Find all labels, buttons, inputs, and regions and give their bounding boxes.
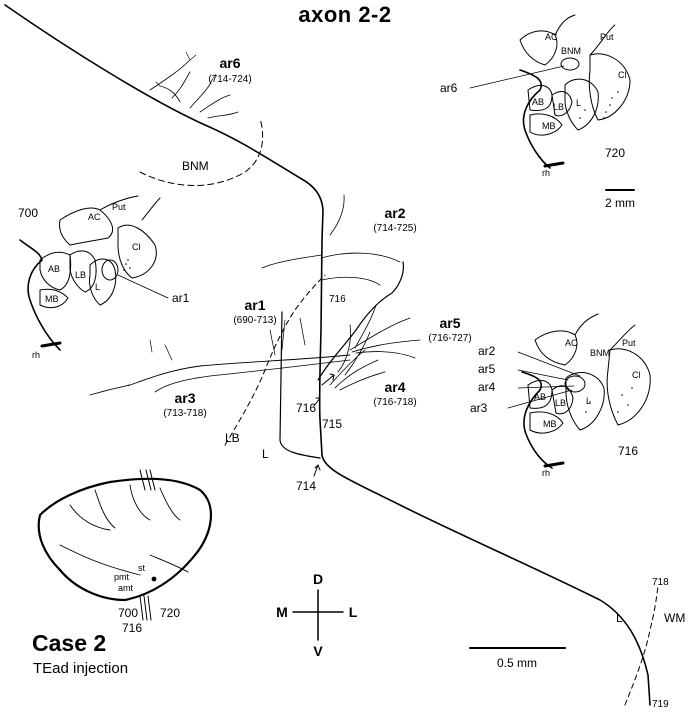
- inset-section-720: 720 AC Put BNM Cl AB LB L MB rh ar6: [440, 14, 631, 178]
- scale-bar-main-label: 0.5 mm: [497, 656, 537, 670]
- scale-bar-inset-label: 2 mm: [605, 196, 635, 210]
- inset-716-rh: rh: [542, 468, 550, 478]
- arbor-range-ar3: (713-718): [163, 408, 206, 419]
- label-dots-700: [123, 259, 131, 271]
- label-dots-720: [579, 91, 619, 119]
- inset-716-bnm: BNM: [590, 348, 610, 358]
- scale-bar-inset: 2 mm: [605, 189, 635, 210]
- orientation-compass: D V M L: [276, 571, 358, 659]
- inset-700-put: Put: [112, 202, 126, 212]
- case-label: Case 2: [32, 630, 107, 656]
- wm-l-label: L: [616, 611, 623, 625]
- inset-720-ab: AB: [532, 97, 544, 107]
- inset-716-cl: Cl: [632, 370, 641, 380]
- inset-716-ab: AB: [534, 392, 546, 402]
- brain-amt-label: amt: [118, 583, 134, 593]
- inset-700-ac: AC: [88, 212, 101, 222]
- lateral-label: L: [349, 604, 358, 620]
- inset-720-bnm: BNM: [561, 46, 581, 56]
- inset-720-section-label: 720: [605, 146, 625, 160]
- inset-700-l: L: [95, 282, 100, 292]
- inset-716-pointer-ar4: ar4: [478, 380, 496, 394]
- inset-720-l: L: [576, 98, 581, 108]
- inset-section-716: 716 AC Put BNM Cl AB LB L MB rh ar2 ar5 …: [470, 313, 651, 478]
- injection-label: TEad injection: [33, 660, 129, 677]
- arbor-range-ar6: (714-724): [208, 74, 251, 85]
- section-714-label: 714: [296, 479, 316, 493]
- arbor-label-ar5: ar5: [439, 315, 460, 331]
- inset-716-pointer-ar2: ar2: [478, 344, 496, 358]
- medial-label: M: [276, 604, 288, 620]
- l-label: L: [262, 447, 269, 461]
- ventral-label: V: [313, 643, 323, 659]
- inset-700-section-label: 700: [18, 206, 38, 220]
- arbor-label-ar1: ar1: [244, 297, 265, 313]
- section-716-label: 716: [296, 401, 316, 415]
- inset-716-lb: LB: [555, 398, 566, 408]
- arbor-range-ar5: (716-727): [428, 333, 471, 344]
- inset-716-pointer-ar5: ar5: [478, 362, 496, 376]
- section-715-label: 715: [322, 417, 342, 431]
- brain-716-label: 716: [122, 621, 142, 635]
- arbor-label-ar2: ar2: [384, 205, 405, 221]
- axon-tracing: [4, 4, 659, 706]
- inset-716-ac: AC: [565, 338, 578, 348]
- arbor-range-ar4: (716-718): [373, 397, 416, 408]
- inset-720-rh: rh: [542, 168, 550, 178]
- brain-pmt-label: pmt: [114, 572, 130, 582]
- inset-720-put: Put: [600, 32, 614, 42]
- scale-bar-main: 0.5 mm: [469, 647, 566, 670]
- brain-700-label: 700: [118, 606, 138, 620]
- arbor-label-ar3: ar3: [174, 390, 195, 406]
- bnm-label: BNM: [182, 159, 209, 173]
- arbor-labels: ar6 (714-724) ar2 (714-725) ar1 (690-713…: [163, 55, 471, 419]
- brain-720-label: 720: [160, 606, 180, 620]
- inset-700-cl: Cl: [132, 242, 141, 252]
- inset-700-lb: LB: [75, 270, 86, 280]
- arbor-label-ar4: ar4: [384, 379, 405, 395]
- inset-716-mb: MB: [543, 419, 557, 429]
- inset-720-ac: AC: [545, 32, 558, 42]
- inset-700-rh: rh: [32, 350, 40, 360]
- arbor-label-ar6: ar6: [219, 55, 240, 71]
- inset-720-cl: Cl: [618, 70, 627, 80]
- arbor-range-ar2: (714-725): [373, 223, 416, 234]
- section-716-label-upper: 716: [329, 294, 346, 305]
- inset-720-lb: LB: [553, 102, 564, 112]
- brain-lateral-view: st pmt amt 700 720 716: [37, 469, 213, 635]
- inset-700-pointer-ar1: ar1: [172, 291, 190, 305]
- inset-716-put: Put: [622, 338, 636, 348]
- inset-716-pointer-ar3: ar3: [470, 401, 488, 415]
- inset-720-mb: MB: [542, 121, 556, 131]
- inset-716-section-label: 716: [618, 444, 638, 458]
- arbor-range-ar1: (690-713): [233, 315, 276, 326]
- figure-title: axon 2-2: [298, 2, 392, 27]
- wm-label: WM: [664, 611, 685, 625]
- section-719-label: 719: [652, 699, 669, 710]
- dorsal-label: D: [313, 571, 323, 587]
- inset-716-l: L: [586, 396, 591, 406]
- region-labels: BNM LB L 716 716 715 714 718 719 WM L: [182, 159, 685, 710]
- label-dots-716: [585, 387, 633, 413]
- brain-st-label: st: [138, 563, 146, 573]
- inset-section-700: 700 AC Put Cl AB LB L MB rh ar1: [18, 195, 190, 360]
- lb-label: LB: [225, 431, 240, 445]
- inset-700-mb: MB: [45, 294, 59, 304]
- inset-720-pointer-ar6: ar6: [440, 81, 458, 95]
- inset-700-ab: AB: [48, 264, 60, 274]
- section-718-label: 718: [652, 577, 669, 588]
